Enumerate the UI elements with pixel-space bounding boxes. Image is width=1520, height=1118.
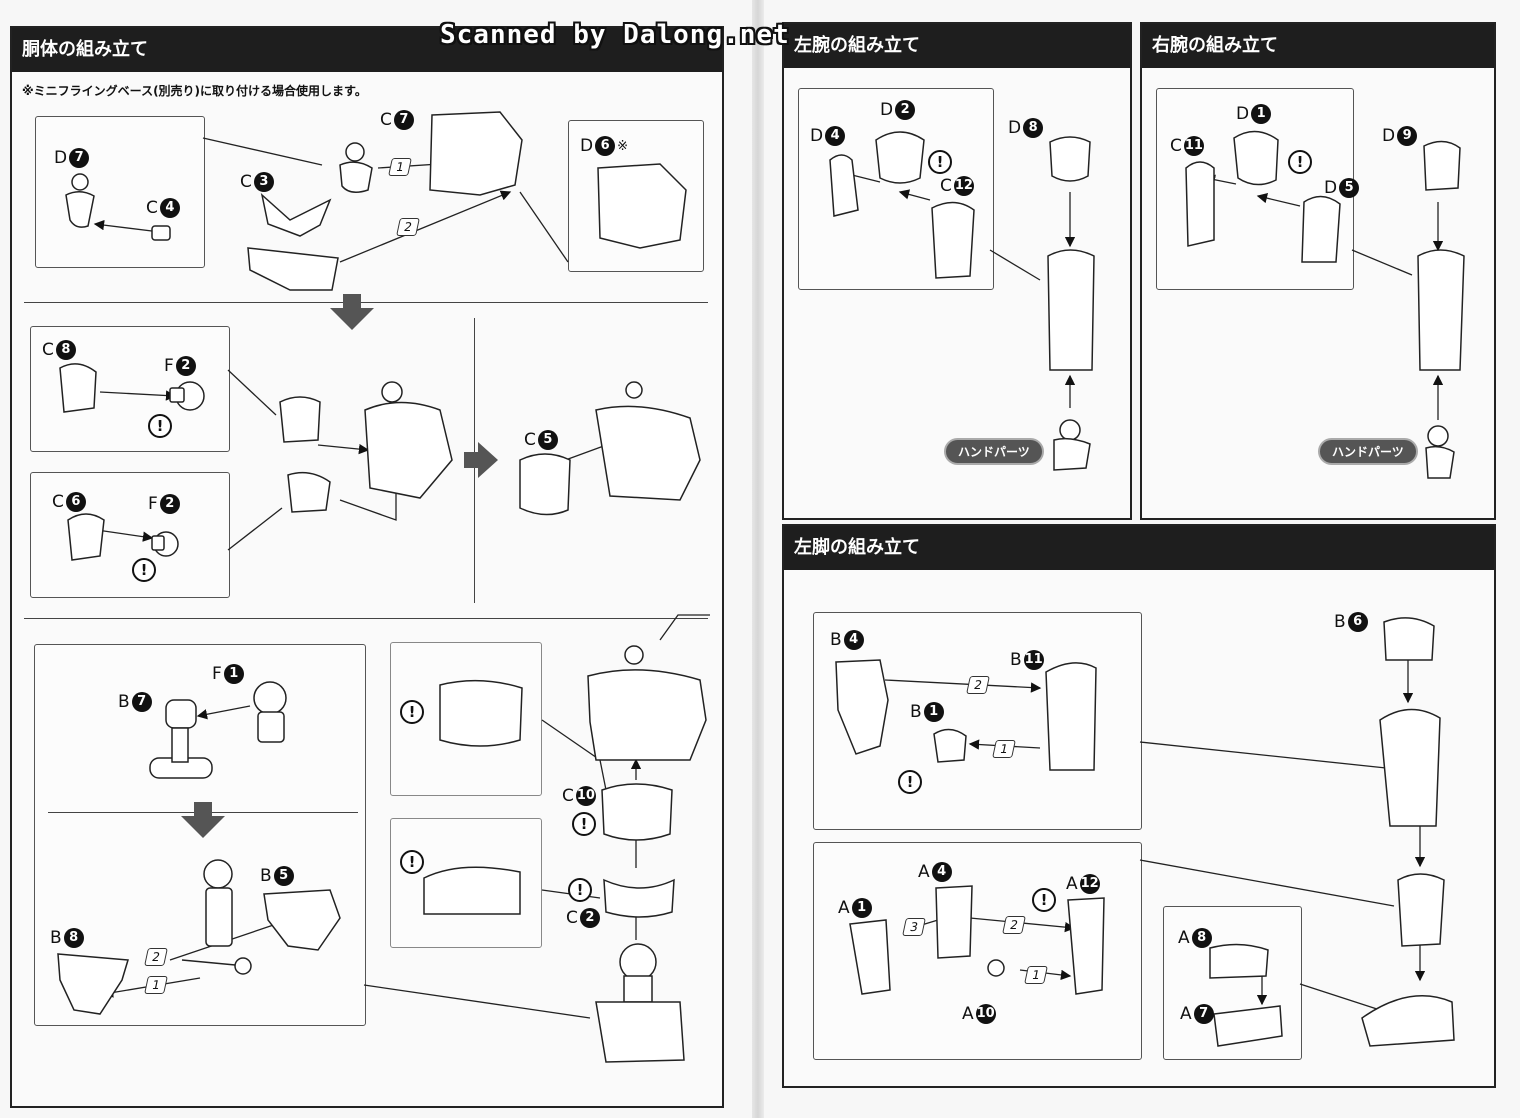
torso-note: ※ミニフライングベース(別売り)に取り付ける場合使用します。 xyxy=(22,84,367,98)
caution-icon: ! xyxy=(400,700,424,724)
caution-icon: ! xyxy=(132,558,156,582)
caution-icon: ! xyxy=(572,812,596,836)
right-arrow xyxy=(478,442,498,478)
torso-divider-1 xyxy=(24,302,708,303)
step-1-marker: 1 xyxy=(144,976,168,994)
caution-icon: ! xyxy=(148,414,172,438)
caution-icon: ! xyxy=(400,850,424,874)
down-arrow-1-stem xyxy=(343,294,361,308)
torso-title: 胴体の組み立て xyxy=(12,28,722,72)
left-hand-parts-label: ハンドパーツ xyxy=(944,438,1044,465)
torso-divider-2 xyxy=(24,618,708,619)
caution-icon: ! xyxy=(1032,888,1056,912)
step-2-marker: 2 xyxy=(144,948,168,966)
down-arrow-1 xyxy=(330,308,374,330)
step-3-marker: 3 xyxy=(902,918,926,936)
step-2-marker: 2 xyxy=(396,218,420,236)
step-1-marker: 1 xyxy=(1024,966,1048,984)
right-hand-parts-label: ハンドパーツ xyxy=(1318,438,1418,465)
left-arm-title: 左腕の組み立て xyxy=(784,24,1130,68)
step-2-marker: 2 xyxy=(1002,916,1026,934)
right-arm-title: 右腕の組み立て xyxy=(1142,24,1494,68)
right-arrow-stem xyxy=(464,452,478,468)
left-leg-title: 左脚の組み立て xyxy=(784,526,1494,570)
caution-icon: ! xyxy=(928,150,952,174)
step-1-marker: 1 xyxy=(388,158,412,176)
step-2-marker: 2 xyxy=(966,676,990,694)
page-fold xyxy=(752,0,764,1118)
scan-watermark: Scanned by Dalong.net xyxy=(440,20,790,50)
caution-icon: ! xyxy=(568,878,592,902)
down-arrow-2-stem xyxy=(194,802,212,816)
down-arrow-2 xyxy=(181,816,225,838)
caution-icon: ! xyxy=(1288,150,1312,174)
caution-icon: ! xyxy=(898,770,922,794)
step-1-marker: 1 xyxy=(992,740,1016,758)
d7-c4-box xyxy=(35,116,205,268)
